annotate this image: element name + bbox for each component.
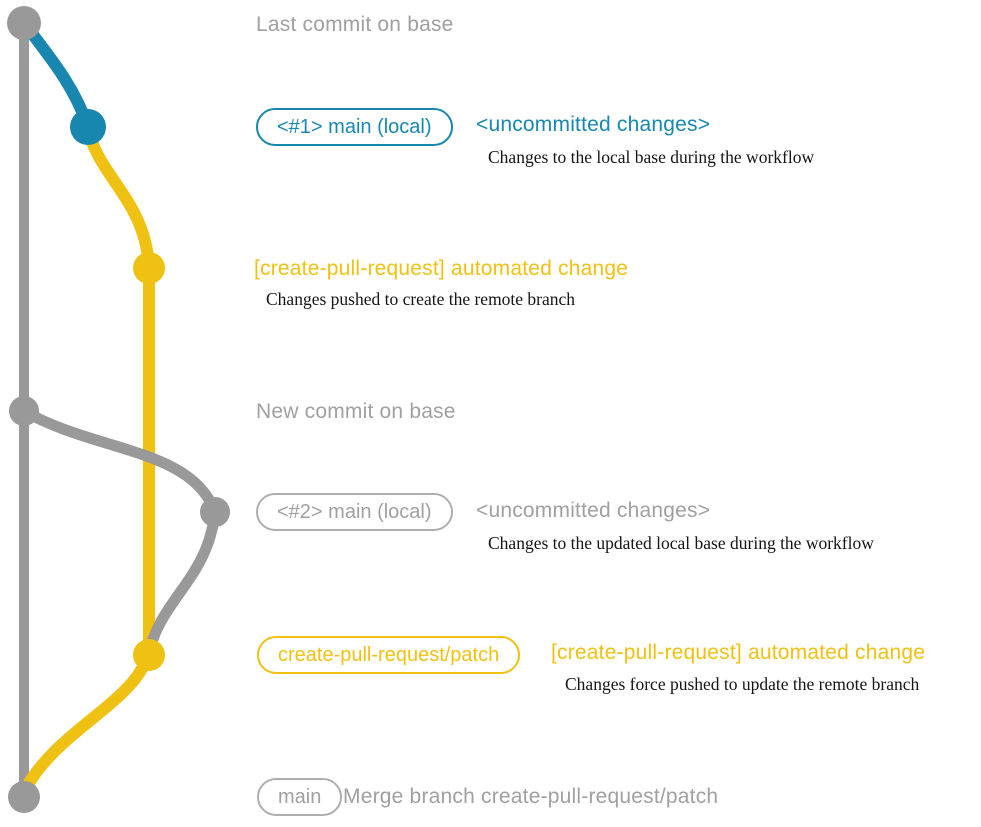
uncommitted-2-description: Changes to the updated local base during… <box>488 533 874 553</box>
create-pull-request-patch-branch-curve <box>20 125 155 792</box>
uncommitted-2-title: <uncommitted changes> <box>476 499 711 522</box>
commit-dot-merge <box>8 781 40 813</box>
commit-dot-last-base <box>7 6 41 40</box>
new-commit-title: New commit on base <box>256 400 456 423</box>
commit-dot-uncommitted-2 <box>200 497 230 527</box>
branch-label-main-local-2: <#2> main (local) <box>256 493 453 531</box>
commit-dot-automated-2 <box>133 639 165 671</box>
local-main-2-branch-curve <box>21 406 221 654</box>
branch-label-create-pull-request-patch: create-pull-request/patch <box>257 636 521 674</box>
automated-1-description: Changes pushed to create the remote bran… <box>266 289 576 309</box>
merge-commit-title: Merge branch create-pull-request/patch <box>343 785 719 808</box>
last-commit-title: Last commit on base <box>256 13 454 36</box>
commit-dot-new-base <box>9 396 39 426</box>
automated-2-title: [create-pull-request] automated change <box>551 641 926 664</box>
local-main-1-branch-curve <box>19 19 94 129</box>
commit-dot-uncommitted-1 <box>70 109 106 145</box>
branch-label-main-local-1: <#1> main (local) <box>256 108 453 146</box>
uncommitted-1-description: Changes to the local base during the wor… <box>488 147 815 167</box>
automated-1-title: [create-pull-request] automated change <box>254 257 629 280</box>
commit-dot-automated-1 <box>133 252 165 284</box>
uncommitted-1-title: <uncommitted changes> <box>476 113 711 136</box>
branch-label-main: main <box>257 778 343 816</box>
automated-2-description: Changes force pushed to update the remot… <box>565 674 920 694</box>
